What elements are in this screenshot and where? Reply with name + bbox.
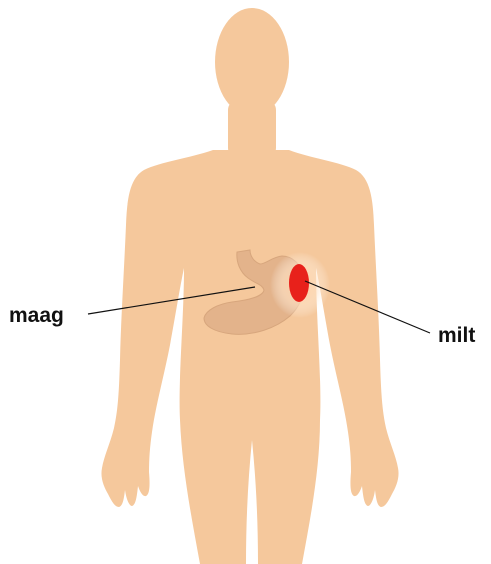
head — [215, 8, 289, 116]
spleen-label: milt — [438, 324, 475, 347]
torso-and-limbs — [101, 150, 398, 564]
body-silhouette — [101, 8, 398, 564]
stomach-label: maag — [9, 304, 64, 327]
spleen — [289, 264, 309, 302]
neck — [228, 100, 276, 158]
